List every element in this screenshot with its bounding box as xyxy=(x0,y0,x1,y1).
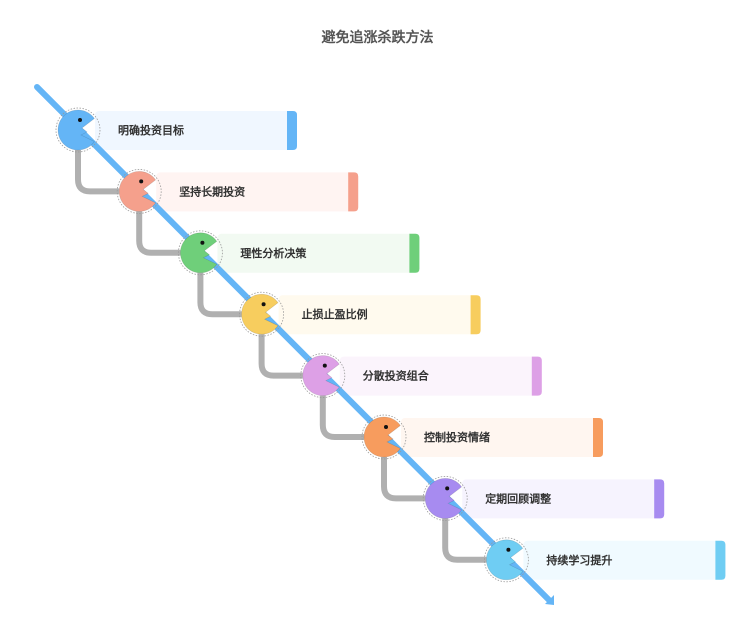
step-label: 理性分析决策 xyxy=(240,246,307,260)
pacman-eye xyxy=(261,302,266,307)
pacman-icon xyxy=(116,168,162,214)
step-bar-background xyxy=(95,111,297,150)
pacman-eye xyxy=(384,425,388,429)
pacman-eye xyxy=(445,486,450,491)
pacman-icon xyxy=(483,537,529,583)
connector-line xyxy=(197,272,242,318)
step-item: 持续学习提升 xyxy=(523,540,726,580)
connector-line xyxy=(136,211,181,256)
pacman-eye xyxy=(139,179,144,184)
step-item: 坚持长期投资 xyxy=(156,172,359,212)
step-bar-accent xyxy=(531,356,542,396)
connectors xyxy=(75,150,487,563)
connector-line xyxy=(381,457,426,502)
step-label: 持续学习提升 xyxy=(546,553,612,567)
pacman-icon xyxy=(239,291,285,337)
step-bar-background xyxy=(278,295,481,335)
step-item: 控制投资情绪 xyxy=(401,418,603,457)
step-label: 分散投资组合 xyxy=(363,369,430,383)
step-bar-background xyxy=(339,356,542,396)
pacman-markers xyxy=(55,107,529,583)
connector-line xyxy=(319,395,364,440)
pacman-eye xyxy=(506,547,511,552)
pacman-icon xyxy=(300,353,346,399)
connector-line xyxy=(258,334,303,379)
pacman-eye xyxy=(322,363,327,368)
step-bar-background xyxy=(462,479,665,519)
step-bar-accent xyxy=(715,540,726,580)
step-bar-accent xyxy=(409,233,420,273)
step-label: 坚持长期投资 xyxy=(179,184,245,198)
pacman-eye xyxy=(200,240,205,245)
step-bar-accent xyxy=(654,479,665,519)
step-label: 明确投资目标 xyxy=(118,123,184,137)
arrowhead-icon xyxy=(545,595,554,605)
diagram-title: 避免追涨杀跌方法 xyxy=(321,30,434,46)
step-bar-background xyxy=(523,540,726,580)
pacman-icon xyxy=(177,230,223,276)
step-item: 明确投资目标 xyxy=(95,111,297,150)
step-bar-accent xyxy=(593,418,603,457)
step-bars: 明确投资目标坚持长期投资理性分析决策止损止盈比例分散投资组合控制投资情绪定期回顾… xyxy=(95,111,726,580)
pacman-icon xyxy=(422,475,468,521)
diagonal-arrow-line xyxy=(34,84,552,603)
step-label: 定期回顾调整 xyxy=(485,491,551,505)
step-bar-background xyxy=(217,233,420,273)
step-bar-accent xyxy=(348,172,359,212)
step-bar-background xyxy=(401,418,603,457)
step-item: 止损止盈比例 xyxy=(278,295,481,335)
step-bar-accent xyxy=(470,295,481,335)
step-item: 理性分析决策 xyxy=(217,233,420,273)
step-label: 控制投资情绪 xyxy=(424,430,490,444)
pacman-eye xyxy=(78,118,82,122)
step-bar-background xyxy=(156,172,359,212)
step-bar-accent xyxy=(287,111,297,150)
pacman-icon xyxy=(55,107,101,153)
step-item: 分散投资组合 xyxy=(339,356,542,396)
connector-line xyxy=(75,150,120,195)
connector-line xyxy=(442,518,487,563)
step-label: 止损止盈比例 xyxy=(302,307,368,321)
pacman-icon xyxy=(361,414,407,460)
step-item: 定期回顾调整 xyxy=(462,479,665,519)
